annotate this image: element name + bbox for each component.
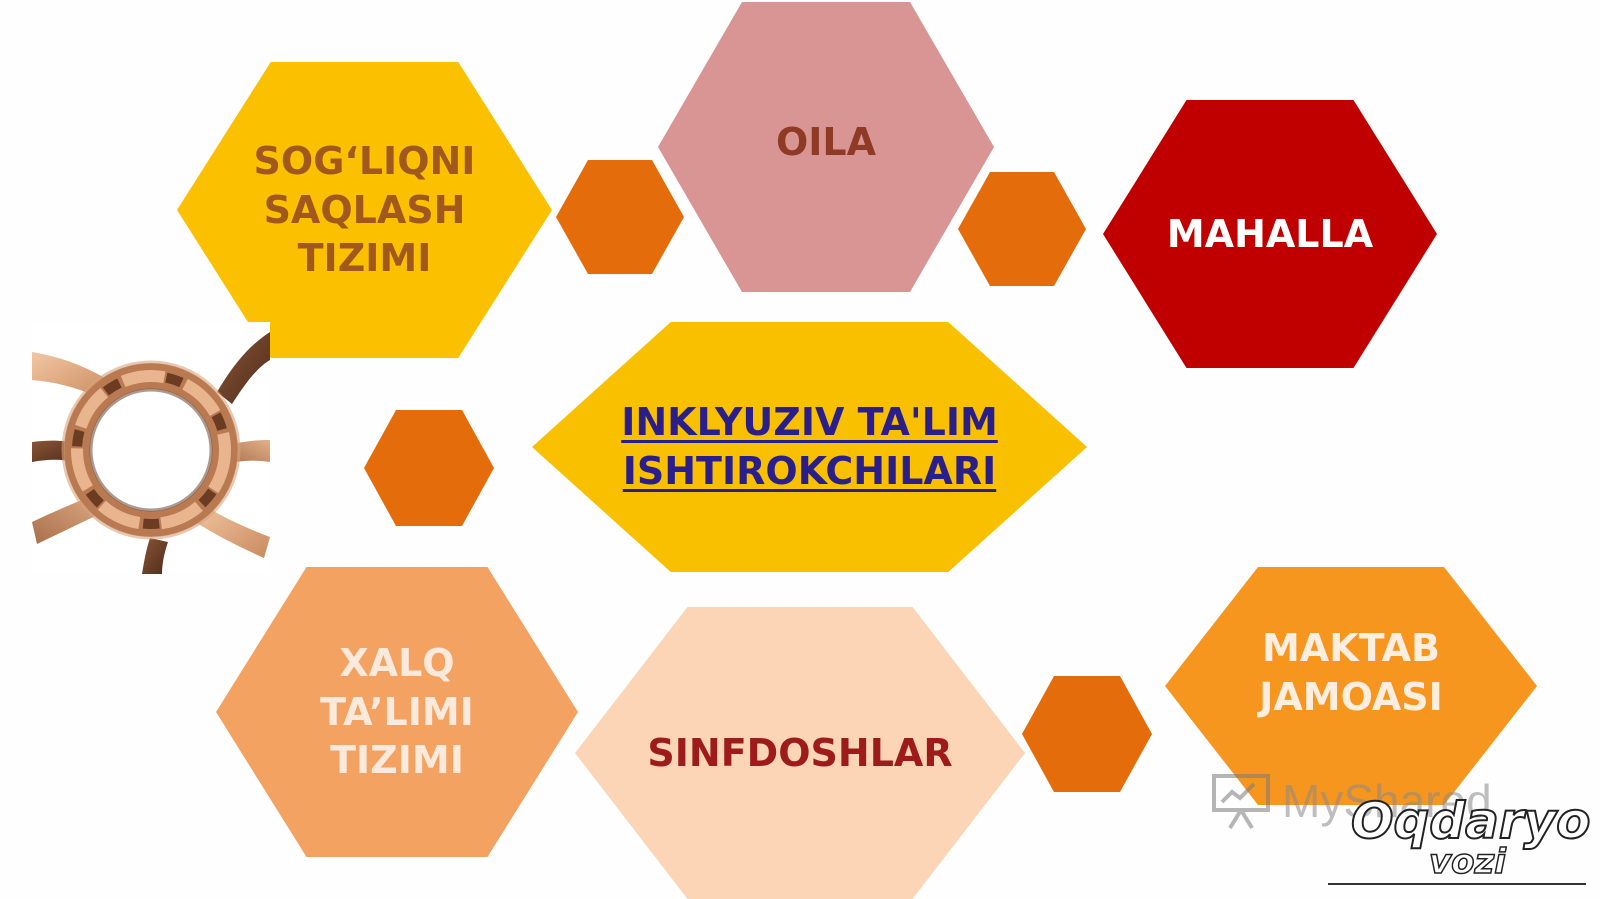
- label-line: TIZIMI: [297, 236, 432, 281]
- label-line: SINFDOSHLAR: [647, 730, 953, 775]
- hex-label: SINFDOSHLAR: [647, 729, 952, 778]
- myshared-watermark: MyShared: [1210, 772, 1492, 830]
- label-line: INKLYUZIV TA'LIM: [621, 400, 998, 445]
- connector-hexagon: [364, 410, 494, 526]
- label-line: TA’LIMI: [320, 689, 474, 734]
- center-label[interactable]: INKLYUZIV TA'LIM ISHTIROKCHILARI: [551, 398, 1068, 495]
- footer-line: [1328, 883, 1586, 885]
- label-line: SAQLASH: [263, 187, 466, 232]
- hex-label: SOG‘LIQNI SAQLASH TIZIMI: [206, 137, 524, 283]
- brand-main: Oqdaryo: [1350, 791, 1591, 851]
- presentation-icon: [1212, 774, 1270, 830]
- hex-label: XALQ TA’LIMI TIZIMI: [260, 639, 534, 785]
- myshared-text: MyShared: [1282, 775, 1492, 827]
- hex-label: MAKTAB JAMOASI: [1259, 624, 1443, 721]
- hex-label: OILA: [776, 118, 876, 167]
- hex-xalq-talimi-tizimi: XALQ TA’LIMI TIZIMI: [216, 567, 578, 857]
- hex-sinfdoshlar: SINFDOSHLAR: [575, 607, 1025, 899]
- hex-mahalla: MAHALLA: [1103, 100, 1437, 368]
- hands-circle-photo: [32, 322, 270, 574]
- hex-label: MAHALLA: [1167, 210, 1373, 259]
- label-line: ISHTIROKCHILARI: [622, 449, 997, 493]
- hex-maktab-jamoasi: MAKTAB JAMOASI: [1165, 567, 1537, 805]
- connector-hexagon: [556, 160, 684, 274]
- label-line: JAMOASI: [1259, 675, 1443, 719]
- label-line: MAHALLA: [1166, 211, 1374, 256]
- connector-hexagon: [1022, 676, 1152, 792]
- hex-center-inklyuziv-talim: INKLYUZIV TA'LIM ISHTIROKCHILARI: [532, 322, 1087, 572]
- hex-sogliqni-saqlash-tizimi: SOG‘LIQNI SAQLASH TIZIMI: [177, 62, 552, 358]
- label-line: SOG‘LIQNI: [253, 139, 476, 184]
- label-line: XALQ: [339, 641, 455, 686]
- hex-oila: OILA: [658, 2, 994, 292]
- oqdaryo-logo: Oqdaryo vozi: [1345, 791, 1591, 883]
- label-line: OILA: [775, 119, 877, 164]
- label-line: TIZIMI: [330, 738, 464, 783]
- label-line: MAKTAB: [1261, 626, 1440, 671]
- brand-sub: vozi: [1428, 841, 1506, 883]
- connector-hexagon: [958, 172, 1086, 286]
